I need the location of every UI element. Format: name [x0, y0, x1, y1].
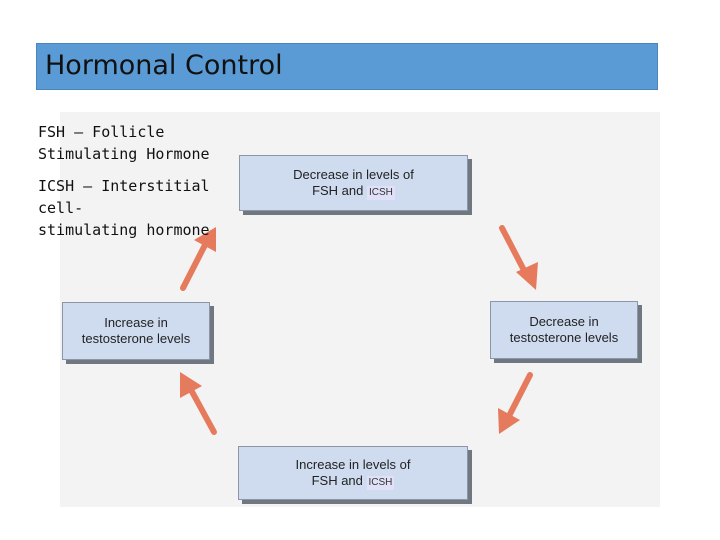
title-bar: Hormonal Control — [36, 43, 658, 90]
definition-fsh: FSH – Follicle Stimulating Hormone — [38, 123, 210, 163]
box-decrease-testosterone-label: Decrease in testosterone levels — [509, 314, 619, 345]
box-increase-fsh-icsh: Increase in levels of FSH and ICSH — [238, 446, 468, 500]
box-increase-testosterone: Increase in testosterone levels — [62, 302, 210, 360]
icsh-tag-top: ICSH — [367, 185, 395, 200]
page-title: Hormonal Control — [45, 50, 283, 81]
box-decrease-fsh-icsh-label: Decrease in levels of FSH and — [293, 166, 414, 198]
box-increase-testosterone-label: Increase in testosterone levels — [81, 315, 191, 346]
arrow-bottom-to-left — [180, 372, 217, 435]
arrow-left-to-top — [180, 227, 216, 291]
box-increase-fsh-icsh-label: Increase in levels of FSH and — [295, 456, 411, 488]
arrow-right-to-bottom — [498, 372, 533, 434]
box-decrease-fsh-icsh: Decrease in levels of FSH and ICSH — [239, 155, 468, 211]
definition-icsh: ICSH – Interstitial cell- stimulating ho… — [38, 177, 210, 239]
icsh-tag-bottom: ICSH — [366, 475, 395, 490]
box-decrease-testosterone: Decrease in testosterone levels — [490, 301, 638, 359]
arrow-top-to-right — [499, 225, 538, 290]
